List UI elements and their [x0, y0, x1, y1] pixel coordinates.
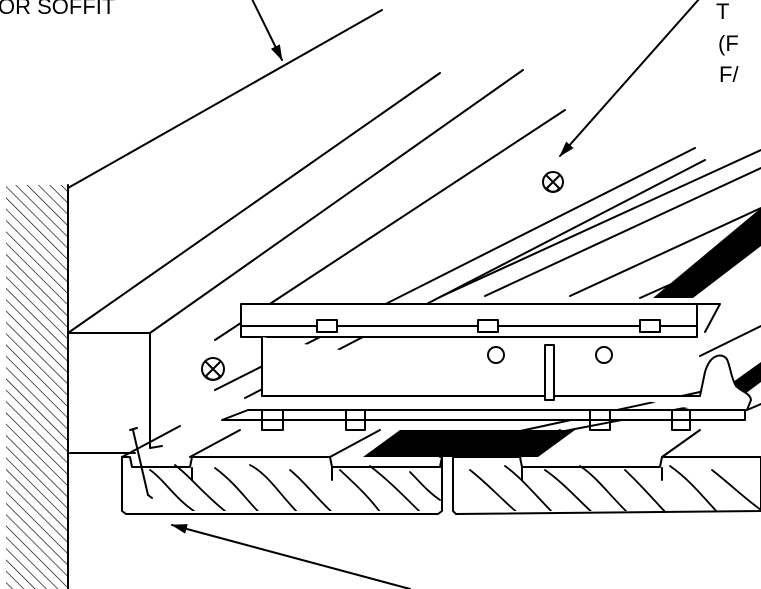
wall: [6, 184, 69, 589]
leader-arrow-screw: [559, 0, 700, 157]
label-right-line1: T: [716, 0, 730, 24]
label-right-line2: (F: [718, 31, 739, 56]
label-soffit: OR SOFFIT: [0, 0, 116, 19]
screw-lower: [201, 357, 225, 381]
leader-arrow-board: [171, 524, 411, 589]
nail-icon: [129, 427, 153, 499]
hanger-clip: [221, 303, 761, 431]
fascia-board: [67, 9, 524, 454]
board-right: [452, 429, 761, 515]
leader-arrow-soffit: [251, 0, 283, 61]
screw-top: [542, 171, 564, 193]
label-right-line3: F/: [719, 62, 739, 87]
